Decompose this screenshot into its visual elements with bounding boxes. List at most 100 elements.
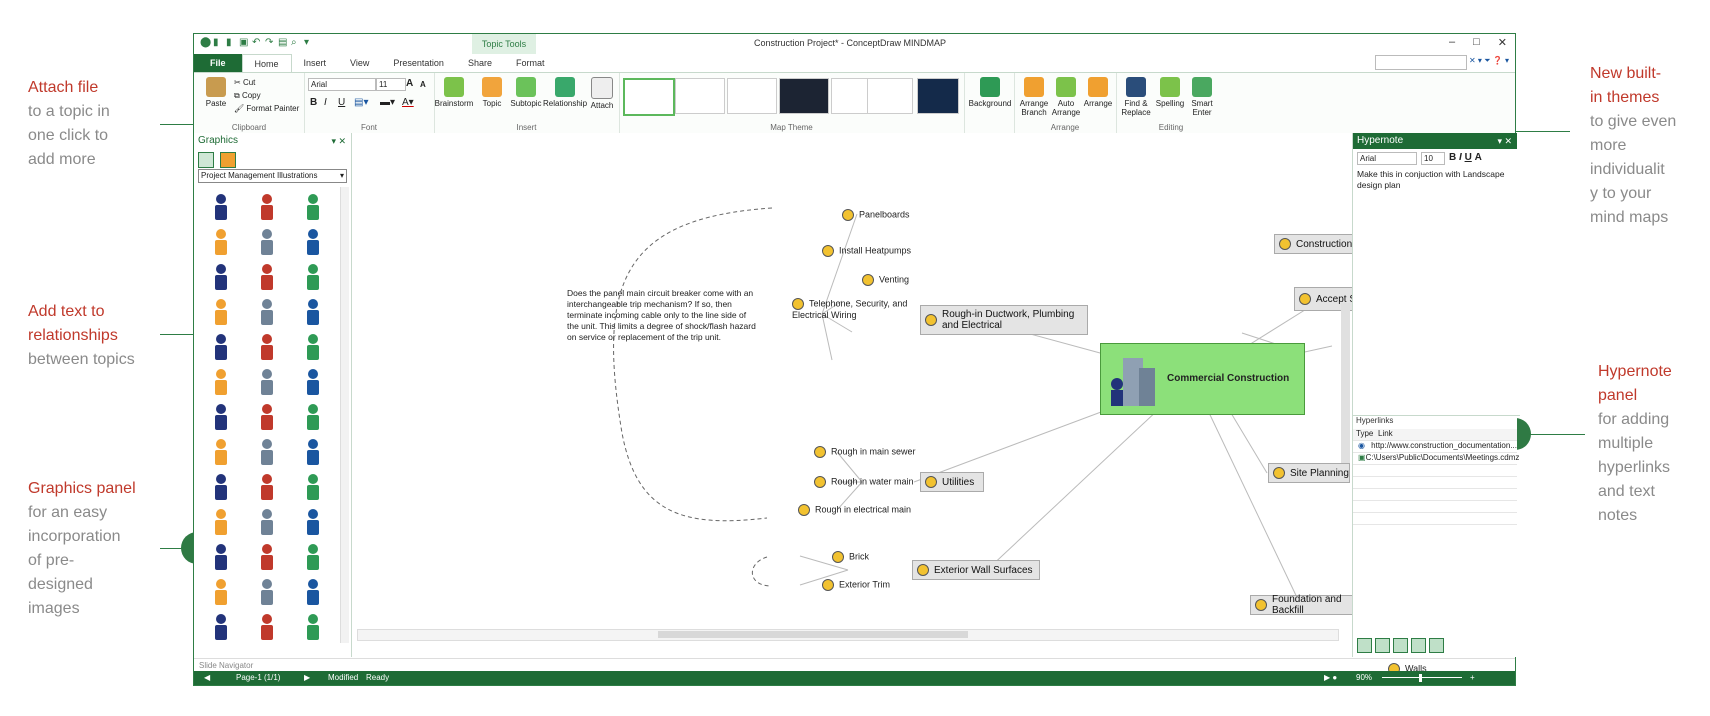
add-web-link-icon[interactable] (1357, 638, 1372, 653)
graphic-thumbnail[interactable] (290, 259, 336, 294)
hypernote-format-buttons[interactable]: B I U A (1449, 152, 1482, 163)
save-icon[interactable]: ▣ (239, 37, 249, 48)
subtopic[interactable]: Rough in water main (814, 476, 914, 488)
undo-icon[interactable]: ↶ (252, 37, 261, 48)
library-icon[interactable] (220, 152, 237, 168)
subtopic[interactable]: Venting (862, 274, 909, 286)
background-button[interactable]: Background (968, 77, 1012, 108)
subtopic-button[interactable]: Subtopic (506, 77, 546, 108)
graphic-thumbnail[interactable] (290, 609, 336, 644)
add-page-link-icon[interactable] (1411, 638, 1426, 653)
graphic-thumbnail[interactable] (290, 364, 336, 399)
graphics-scrollbar[interactable] (340, 187, 349, 643)
italic-button[interactable]: I (324, 97, 327, 108)
context-tab-topic-tools[interactable]: Topic Tools (472, 34, 536, 54)
graphic-thumbnail[interactable] (198, 504, 244, 539)
topic-site-planning[interactable]: Site Planning (1268, 463, 1350, 483)
cut-button[interactable]: ✂ Cut (234, 78, 256, 87)
qat-menu-icon[interactable]: ▾ (304, 37, 310, 48)
copy-button[interactable]: ⧉ Copy (234, 91, 261, 100)
graphic-thumbnail[interactable] (198, 294, 244, 329)
tab-home[interactable]: Home (241, 54, 292, 72)
graphic-thumbnail[interactable] (198, 259, 244, 294)
graphic-thumbnail[interactable] (198, 574, 244, 609)
next-page-icon[interactable]: ▶ (304, 673, 311, 682)
format-painter-button[interactable]: 🖌 Format Painter (234, 104, 300, 113)
graphic-thumbnail[interactable] (198, 329, 244, 364)
new-icon[interactable]: ▮ (213, 37, 219, 48)
graphic-thumbnail[interactable] (198, 539, 244, 574)
graphic-thumbnail[interactable] (198, 364, 244, 399)
graphic-thumbnail[interactable] (198, 434, 244, 469)
slide-navigator[interactable]: Slide Navigator (194, 658, 1515, 672)
graphic-thumbnail[interactable] (290, 574, 336, 609)
subtopic[interactable]: Panelboards (842, 209, 910, 221)
theme-thumbnail-7[interactable] (917, 78, 959, 114)
graphic-thumbnail[interactable] (290, 469, 336, 504)
graphic-thumbnail[interactable] (290, 399, 336, 434)
tab-file[interactable]: File (194, 54, 242, 72)
graphic-thumbnail[interactable] (198, 189, 244, 224)
align-icon[interactable]: ▤▾ (354, 97, 369, 108)
topic-rough-in[interactable]: Rough-in Ductwork, Plumbing and Electric… (920, 305, 1088, 335)
graphic-thumbnail[interactable] (290, 189, 336, 224)
hypernote-size-select[interactable]: 10 (1421, 152, 1445, 165)
subtopic[interactable]: Install Heatpumps (822, 245, 911, 257)
graphic-thumbnail[interactable] (244, 539, 290, 574)
theme-thumbnail-2[interactable] (675, 78, 725, 114)
find-replace-button[interactable]: Find &Replace (1116, 77, 1156, 117)
scrollbar-thumb[interactable] (658, 631, 968, 638)
underline-button[interactable]: U (338, 97, 346, 108)
theme-thumbnail-1[interactable] (623, 78, 675, 116)
graphic-thumbnail[interactable] (244, 294, 290, 329)
graphic-thumbnail[interactable] (290, 294, 336, 329)
graphic-thumbnail[interactable] (198, 399, 244, 434)
open-icon[interactable]: ▮ (226, 37, 232, 48)
search-controls[interactable]: ✕ ▾ ⏷ ❓ ▾ (1469, 56, 1509, 65)
view-mode-icon[interactable]: ▶ ● (1324, 673, 1338, 682)
topic-utilities[interactable]: Utilities (920, 472, 984, 492)
tab-view[interactable]: View (350, 58, 370, 68)
hyperlink-path[interactable]: C:\Users\Public\Documents\Meetings.cdmz (1365, 453, 1520, 462)
add-file-link-icon[interactable] (1375, 638, 1390, 653)
theme-thumbnail-4[interactable] (779, 78, 829, 114)
graphic-thumbnail[interactable] (198, 609, 244, 644)
shrink-font-button[interactable]: A (420, 80, 426, 89)
panel-pin-close-icon[interactable]: ▾ ✕ (331, 136, 346, 146)
tab-format[interactable]: Format (515, 58, 545, 68)
graphic-thumbnail[interactable] (290, 329, 336, 364)
print-icon[interactable]: ▤ (278, 37, 288, 48)
paste-button[interactable]: Paste (196, 77, 236, 108)
graphic-thumbnail[interactable] (244, 399, 290, 434)
hypernote-font-select[interactable]: Arial (1357, 152, 1417, 165)
hyperlink-row[interactable]: ◉ http://www.construction_documentation.… (1353, 441, 1517, 453)
tab-insert[interactable]: Insert (303, 58, 327, 68)
topic-button[interactable]: Topic (472, 77, 512, 108)
relationship-text[interactable]: Does the panel main circuit breaker come… (567, 288, 756, 342)
theme-thumbnail-6[interactable] (867, 78, 913, 114)
subtopic[interactable]: Telephone, Security, and Electrical Wiri… (792, 298, 922, 320)
topic-foundation[interactable]: Foundation and Backfill (1250, 594, 1376, 616)
redo-icon[interactable]: ↷ (265, 37, 274, 48)
graphics-category-select[interactable]: Project Management Illustrations ▾ (198, 169, 347, 183)
graphic-thumbnail[interactable] (290, 224, 336, 259)
zoom-in-icon[interactable]: + (1470, 673, 1475, 682)
graphic-thumbnail[interactable] (244, 504, 290, 539)
tab-presentation[interactable]: Presentation (393, 58, 444, 68)
bold-button[interactable]: B (310, 97, 318, 108)
minimize-button[interactable]: – (1449, 36, 1456, 48)
graphic-thumbnail[interactable] (198, 469, 244, 504)
graphic-thumbnail[interactable] (244, 259, 290, 294)
graphic-thumbnail[interactable] (290, 539, 336, 574)
prev-page-icon[interactable]: ◀ (204, 673, 211, 682)
graphic-thumbnail[interactable] (244, 469, 290, 504)
zoom-slider[interactable] (1382, 677, 1462, 678)
add-topic-link-icon[interactable] (1393, 638, 1408, 653)
graphic-thumbnail[interactable] (244, 329, 290, 364)
graphic-thumbnail[interactable] (244, 574, 290, 609)
graphic-thumbnail[interactable] (290, 434, 336, 469)
graphic-thumbnail[interactable] (198, 224, 244, 259)
close-button[interactable]: ✕ (1497, 37, 1507, 49)
